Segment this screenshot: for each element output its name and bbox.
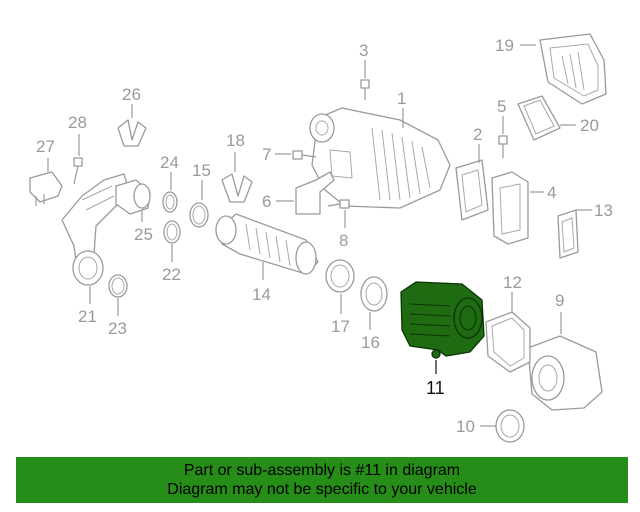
callout-16: 16 [361,312,380,352]
svg-text:2: 2 [473,125,482,144]
callout-15: 15 [192,161,211,200]
svg-text:10: 10 [456,417,475,436]
svg-text:4: 4 [547,183,556,202]
svg-text:18: 18 [226,131,245,150]
banner-line-2: Diagram may not be specific to your vehi… [167,481,477,498]
part-25-tube [115,179,151,215]
callout-19: 19 [495,36,536,55]
svg-text:8: 8 [339,231,348,250]
svg-text:13: 13 [594,201,613,220]
callout-9: 9 [555,291,564,334]
callout-27: 27 [36,137,55,172]
part-12-gasket [485,311,531,373]
part-28-bolt [73,157,83,185]
callout-4: 4 [530,183,556,202]
callout-2: 2 [473,125,482,163]
callout-12: 12 [503,273,522,312]
svg-text:19: 19 [495,36,514,55]
part-info-banner: Part or sub-assembly is #11 in diagram D… [16,457,628,503]
part-23-oring [108,274,128,298]
svg-text:12: 12 [503,273,522,292]
svg-text:22: 22 [162,265,181,284]
callout-17: 17 [331,294,350,336]
part-9-housing [527,335,603,411]
svg-text:1: 1 [397,89,406,108]
svg-text:28: 28 [68,113,87,132]
part-26-clip [117,119,147,147]
svg-text:5: 5 [497,97,506,116]
part-17-clamp [325,259,355,293]
part-4-bracket [491,171,529,245]
callout-23: 23 [108,298,127,338]
callout-21: 21 [78,286,97,326]
part-11-highlighted [400,281,485,359]
svg-text:27: 27 [36,137,55,156]
part-14-intake-hose [215,213,319,275]
callout-22: 22 [162,244,181,284]
banner-line-1: Part or sub-assembly is #11 in diagram [183,462,461,479]
part-16-seal [360,276,388,312]
part-18-clip [221,173,253,203]
callout-6: 6 [262,192,294,211]
svg-text:15: 15 [192,161,211,180]
svg-text:14: 14 [252,285,271,304]
svg-text:24: 24 [160,153,179,172]
svg-text:23: 23 [108,319,127,338]
callout-25: 25 [134,210,153,244]
part-1-supercharger [309,107,451,209]
callout-26: 26 [122,85,141,118]
svg-text:3: 3 [359,41,368,60]
part-10-clamp [495,409,525,443]
part-24-oring [162,191,178,213]
svg-text:17: 17 [331,317,350,336]
callout-3: 3 [359,41,368,78]
callout-28: 28 [68,113,87,156]
callout-8: 8 [339,210,348,250]
part-6-bracket [295,171,335,215]
part-22-oring [163,220,181,244]
svg-text:26: 26 [122,85,141,104]
part-3-bolt [360,79,370,100]
callout-18: 18 [226,131,245,172]
part-19-airbox [539,33,607,105]
callout-7: 7 [262,145,291,164]
callout-20: 20 [560,116,599,135]
part-8-bolt [327,199,350,209]
svg-text:20: 20 [580,116,599,135]
part-7-bolt [292,150,317,160]
part-20-gasket [517,95,561,141]
part-5-bolt [498,135,508,158]
svg-text:11: 11 [426,378,445,398]
parts-diagram: 1 2 3 4 5 6 [29,33,613,443]
part-13-gasket [557,209,579,259]
callout-1: 1 [397,89,406,128]
svg-text:7: 7 [262,145,271,164]
svg-text:9: 9 [555,291,564,310]
callout-11: 11 [426,360,445,398]
svg-text:16: 16 [361,333,380,352]
callout-13: 13 [576,201,613,220]
svg-text:6: 6 [262,192,271,211]
part-2-gasket [455,159,489,221]
callout-5: 5 [497,97,506,134]
part-27-sensor [29,171,63,206]
callout-24: 24 [160,153,179,190]
part-15-oring [189,202,209,228]
svg-text:21: 21 [78,307,97,326]
callout-14: 14 [252,262,271,304]
callout-10: 10 [456,417,496,436]
svg-text:25: 25 [134,225,153,244]
